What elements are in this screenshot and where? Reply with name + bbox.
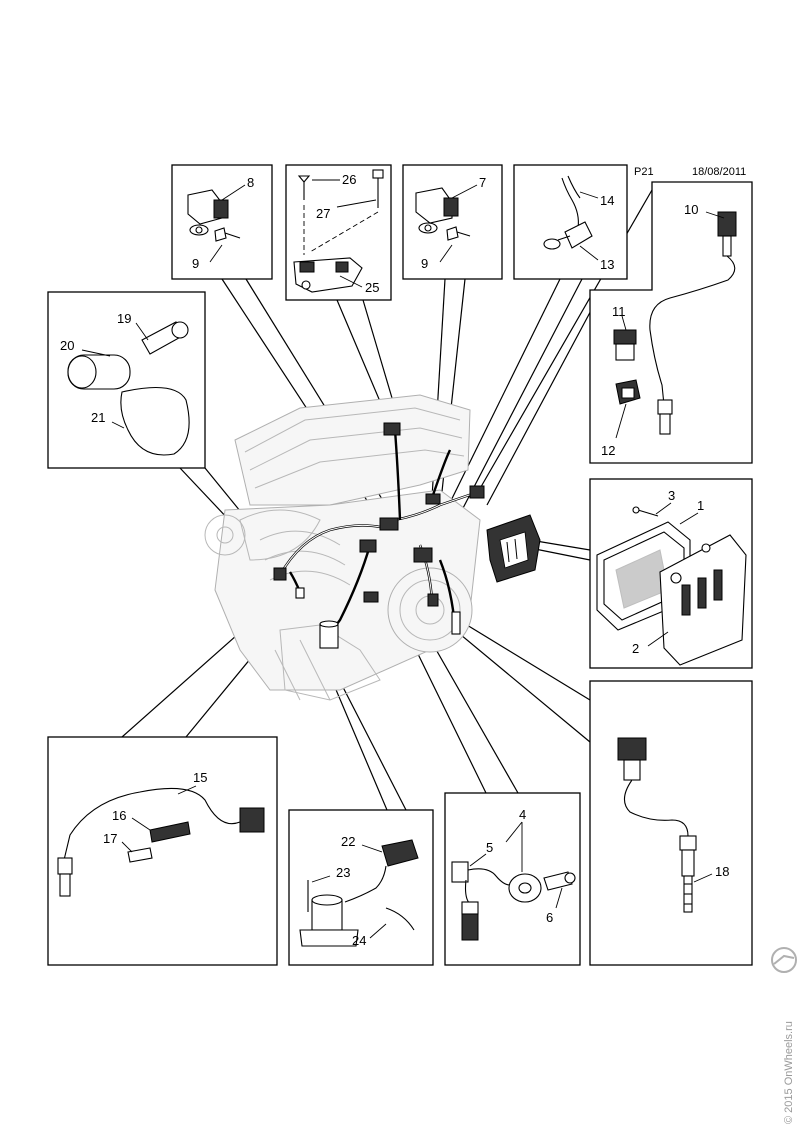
callout-26: 26	[342, 172, 356, 187]
callout-15: 15	[193, 770, 207, 785]
box-oxygen-sensor-upstream: 10 11 12	[589, 181, 753, 464]
callout-8: 8	[247, 175, 254, 190]
callout-24: 24	[352, 933, 366, 948]
callout-1: 1	[697, 498, 704, 513]
callout-11: 11	[612, 304, 626, 319]
diagram-date: 18/08/2011	[692, 166, 746, 178]
box-knock-sensor-wrap: 19 20 21	[47, 291, 206, 469]
box-pressure-sensor-clip: 14 13	[513, 164, 628, 280]
opel-logo-icon	[771, 947, 797, 973]
box-oxygen-sensor-wideband: 18	[589, 680, 753, 966]
callout-19: 19	[117, 311, 131, 326]
watermark: © 2015 OnWheels.ru	[771, 947, 797, 1124]
callout-18: 18	[715, 864, 729, 879]
callout-3: 3	[668, 488, 675, 503]
box-engine-control-module: 3 1 2	[589, 478, 753, 669]
callout-22: 22	[341, 834, 355, 849]
box-crankshaft-sensor: 8 9	[171, 164, 273, 280]
watermark-text: © 2015 OnWheels.ru	[783, 1021, 795, 1124]
callout-9-right: 9	[421, 256, 428, 271]
callout-2: 2	[632, 641, 639, 656]
callout-16: 16	[112, 808, 126, 823]
box-map-sensor: 26 27 25	[285, 164, 392, 301]
wiring-harness	[273, 422, 485, 649]
callout-10: 10	[684, 202, 698, 217]
box-knock-sensor: 4 5 6	[444, 792, 581, 966]
callout-13: 13	[600, 257, 614, 272]
callout-9-left: 9	[192, 256, 199, 271]
callout-14: 14	[600, 193, 614, 208]
callout-12: 12	[601, 443, 615, 458]
page-code: P21	[634, 166, 654, 178]
callout-25: 25	[365, 280, 379, 295]
callout-5: 5	[486, 840, 493, 855]
callout-27: 27	[316, 206, 330, 221]
box-level-sensor: 22 23 24	[288, 809, 434, 966]
box-camshaft-sensor: 7 9	[402, 164, 503, 280]
callout-21: 21	[91, 410, 105, 425]
callout-20: 20	[60, 338, 74, 353]
callout-6: 6	[546, 910, 553, 925]
ecu-on-engine	[486, 514, 541, 583]
callout-7: 7	[479, 175, 486, 190]
callout-23: 23	[336, 865, 350, 880]
callout-17: 17	[103, 831, 117, 846]
engine-assembly	[204, 394, 481, 701]
box-oxygen-sensor-downstream: 15 16 17	[47, 736, 278, 966]
callout-4: 4	[519, 807, 526, 822]
